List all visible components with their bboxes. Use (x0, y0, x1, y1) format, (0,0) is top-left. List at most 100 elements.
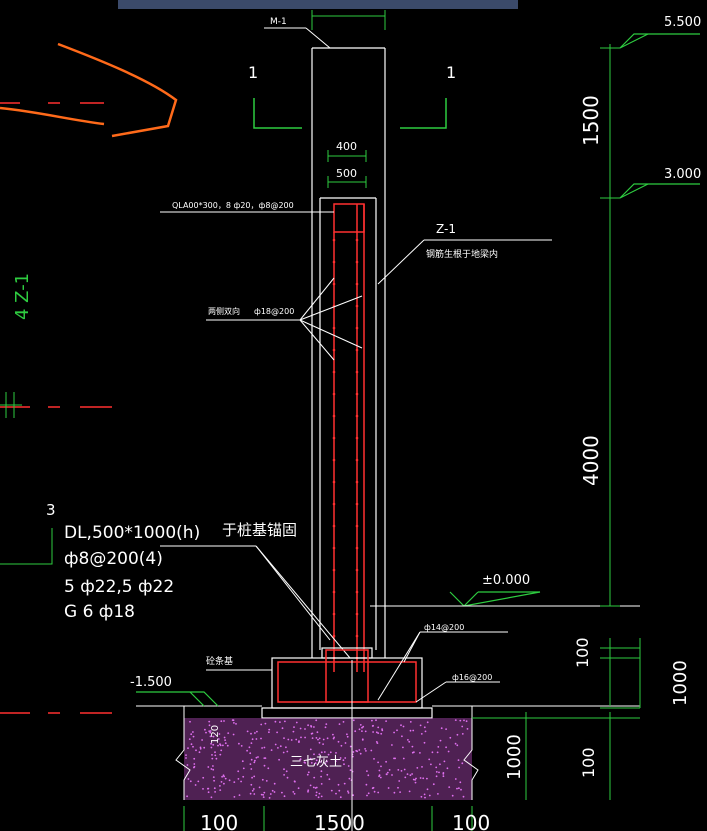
soil-dot (222, 744, 224, 747)
soil-dot (386, 771, 389, 774)
soil-dot (208, 724, 211, 727)
soil-dot (233, 722, 235, 724)
rebar-dot (332, 238, 336, 242)
elevation-mid-marker (619, 183, 700, 199)
soil-dot (281, 727, 284, 730)
rebar-dot (355, 304, 359, 308)
stirrup18-label: ф18@200 (254, 307, 294, 316)
soil-dot (339, 757, 342, 759)
soil-dot (209, 735, 212, 738)
soil-dot (248, 746, 251, 749)
soil-dot (420, 733, 423, 735)
soil-dot (435, 771, 438, 773)
z1-leader (377, 239, 552, 285)
soil-dot (199, 746, 202, 749)
orange-markup-stroke (0, 42, 178, 138)
soil-dot (329, 751, 332, 754)
soil-dot (258, 786, 261, 789)
dim-400: 400 (336, 140, 357, 153)
soil-dot (203, 746, 206, 749)
soil-dot (185, 754, 187, 756)
soil-dot (274, 720, 277, 723)
soil-dot (457, 759, 460, 761)
soil-dot (322, 743, 324, 745)
soil-dot (214, 791, 217, 793)
soil-dot (445, 746, 447, 749)
soil-dot (465, 720, 468, 723)
soil-dot (235, 723, 237, 725)
anchor-leader (160, 545, 351, 659)
rebar-dot (355, 414, 359, 418)
rebar-dot (332, 348, 336, 352)
soil-dot (456, 787, 458, 790)
rebar-dot (355, 480, 359, 484)
rebar-dot (332, 480, 336, 484)
soil-dot (193, 757, 196, 760)
soil-dot (314, 762, 317, 765)
soil-dot (377, 732, 380, 734)
soil-dot (358, 749, 361, 751)
elev-mid: 3.000 (664, 167, 701, 182)
soil-dot (318, 792, 321, 795)
soil-dot (217, 744, 219, 747)
strip-found-label: 砼条基 (206, 655, 233, 667)
soil-dot (428, 794, 431, 797)
soil-dot (318, 753, 321, 756)
soil-dot (292, 730, 295, 733)
bottom-dim-ticks (183, 806, 473, 831)
column-outline (311, 47, 386, 658)
stirrup-leader (206, 277, 363, 361)
soil-dot (414, 779, 416, 781)
soil-dot (300, 736, 302, 739)
soil-dot (210, 742, 213, 745)
soil-dot (325, 723, 328, 725)
soil-dot (365, 783, 368, 786)
soil-dot (377, 726, 380, 729)
soil-dot (263, 791, 266, 794)
soil-dot (223, 736, 226, 739)
soil-dot (415, 777, 417, 780)
soil-dot (367, 792, 370, 795)
soil-dot (311, 758, 313, 761)
soil-dot (277, 747, 279, 749)
rebar-dot (355, 436, 359, 440)
soil-dot (385, 720, 387, 722)
soil-dot (442, 773, 445, 775)
soil-dot (227, 732, 230, 734)
soil-dot (297, 787, 300, 790)
dl-line2: ф8@200(4) (64, 549, 163, 569)
rebar-dot (332, 634, 336, 638)
soil-dot (422, 777, 425, 780)
soil-dot (207, 787, 209, 790)
soil-dot (324, 726, 327, 729)
soil-dot (201, 739, 204, 741)
phi14-label: ф14@200 (424, 623, 464, 632)
soil-dot (260, 737, 262, 740)
section-label-left: 1 (248, 63, 258, 82)
soil-dot (443, 760, 446, 763)
soil-dot (209, 730, 212, 732)
soil-dot (260, 793, 263, 796)
soil-dot (362, 725, 365, 728)
soil-dot (279, 745, 282, 748)
soil-dot (411, 745, 414, 748)
soil-dot (335, 792, 337, 795)
soil-dot (426, 721, 429, 724)
foundation-rebar (277, 649, 417, 703)
soil-dot (252, 788, 255, 790)
soil-dot (212, 765, 214, 767)
right-dim-chain (472, 44, 641, 800)
soil-dot (408, 740, 411, 743)
soil-dot (255, 738, 258, 740)
soil-dot (263, 757, 266, 759)
soil-dot (313, 753, 315, 756)
soil-dot (419, 724, 422, 727)
soil-dot (242, 775, 245, 778)
soil-dot (268, 797, 271, 799)
soil-dot (197, 780, 200, 783)
soil-dot (459, 719, 462, 722)
soil-dot (398, 780, 401, 782)
soil-dot (209, 731, 212, 734)
z1-label: Z-1 (436, 222, 456, 236)
